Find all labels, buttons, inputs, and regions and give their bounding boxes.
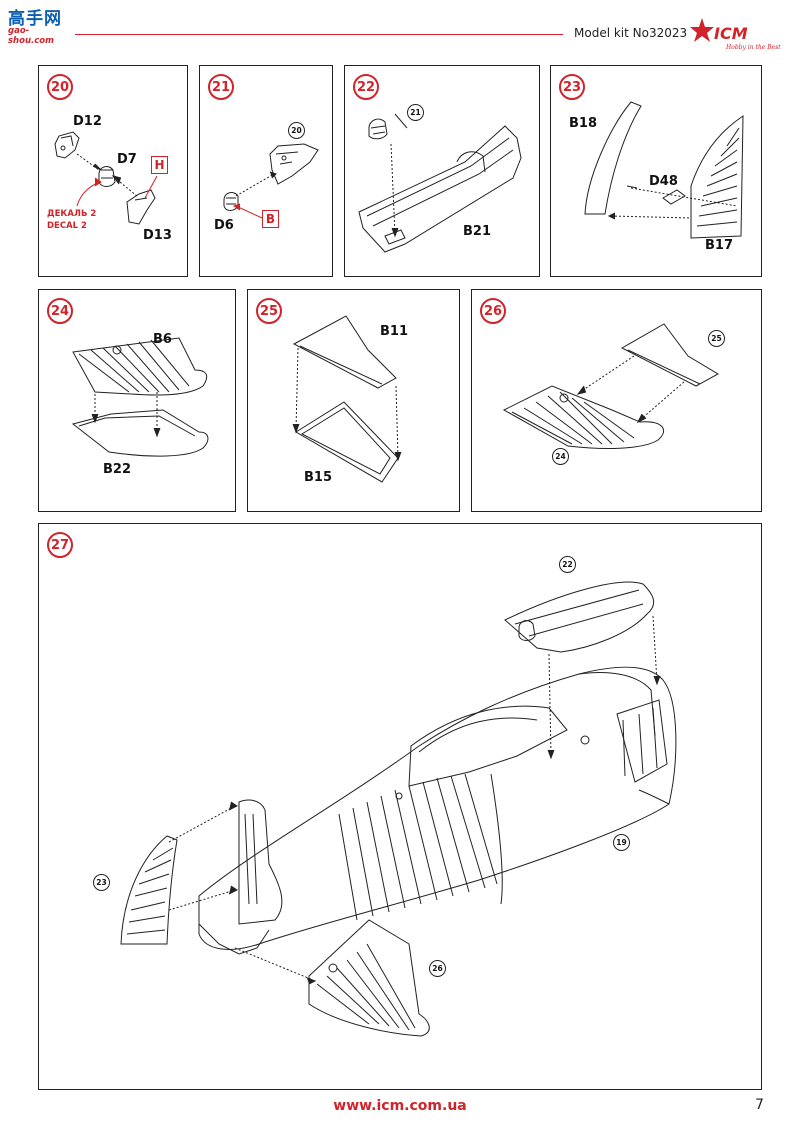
step-23-drawing xyxy=(584,101,744,239)
step-reference: 24 xyxy=(552,448,569,465)
step-reference: 25 xyxy=(708,330,725,347)
part-label: D7 xyxy=(117,152,137,167)
paint-color-box: H xyxy=(151,156,168,174)
part-label: D6 xyxy=(214,218,234,233)
step-22-number: 22 xyxy=(353,74,379,100)
step-27-number: 27 xyxy=(47,532,73,558)
part-label: B6 xyxy=(153,332,172,347)
header-rule xyxy=(75,34,563,35)
step-reference: 23 xyxy=(93,874,110,891)
icm-logo: ICM Hobby in the Best xyxy=(690,14,790,58)
decal-note-en: DECAL 2 xyxy=(47,221,87,231)
part-label: B21 xyxy=(463,224,491,239)
step-reference: 20 xyxy=(288,122,305,139)
step-reference: 19 xyxy=(613,834,630,851)
step-26-number: 26 xyxy=(480,298,506,324)
part-label: B11 xyxy=(380,324,408,339)
step-24-panel: 24 B6 B22 xyxy=(38,289,236,512)
step-20-number: 20 xyxy=(47,74,73,100)
step-25-panel: 25 B11 B15 xyxy=(247,289,460,512)
step-25-number: 25 xyxy=(256,298,282,324)
step-21-panel: 21 20 B D6 xyxy=(199,65,333,277)
step-22-panel: 22 21 B21 xyxy=(344,65,540,277)
step-27-drawing xyxy=(120,581,677,1037)
step-25-drawing xyxy=(292,315,402,483)
paint-color-box: B xyxy=(262,210,279,228)
step-reference: 22 xyxy=(559,556,576,573)
icm-logo-text: ICM xyxy=(714,24,748,43)
part-label: D12 xyxy=(73,114,102,129)
part-label: D48 xyxy=(649,174,678,189)
footer-website[interactable]: www.icm.com.ua xyxy=(333,1098,467,1114)
site-watermark-logo: 高手网 gao-shou.com xyxy=(8,4,70,46)
icm-logo-star-icon xyxy=(690,18,714,42)
step-20-drawing xyxy=(54,131,158,225)
site-logo-chinese: 高手网 xyxy=(8,9,62,29)
page-number: 7 xyxy=(755,1097,764,1113)
step-reference: 26 xyxy=(429,960,446,977)
model-kit-number: Model kit No32023 xyxy=(574,26,688,40)
part-label: B15 xyxy=(304,470,332,485)
decal-note-ru: ДЕКАЛЬ 2 xyxy=(47,209,97,219)
step-23-number: 23 xyxy=(559,74,585,100)
part-label: B18 xyxy=(569,116,597,131)
step-21-number: 21 xyxy=(208,74,234,100)
step-23-panel: 23 B18 D48 B17 xyxy=(550,65,762,277)
step-24-drawing xyxy=(71,337,209,457)
step-24-number: 24 xyxy=(47,298,73,324)
step-reference: 21 xyxy=(407,104,424,121)
step-20-panel: 20 D12 D7 H ДЕКАЛЬ 2 DECAL 2 D13 xyxy=(38,65,188,277)
part-label: B22 xyxy=(103,462,131,477)
icm-logo-tagline: Hobby in the Best xyxy=(726,44,781,51)
part-label: D13 xyxy=(143,228,172,243)
step-26-drawing xyxy=(502,323,720,449)
step-22-drawing xyxy=(358,113,522,253)
part-label: B17 xyxy=(705,238,733,253)
step-27-panel: 27 22 19 23 26 xyxy=(38,523,762,1090)
step-21-drawing xyxy=(223,143,319,219)
step-26-panel: 26 25 24 xyxy=(471,289,762,512)
site-logo-url: gao-shou.com xyxy=(8,26,54,46)
decal-note: ДЕКАЛЬ 2 DECAL 2 xyxy=(47,208,96,232)
